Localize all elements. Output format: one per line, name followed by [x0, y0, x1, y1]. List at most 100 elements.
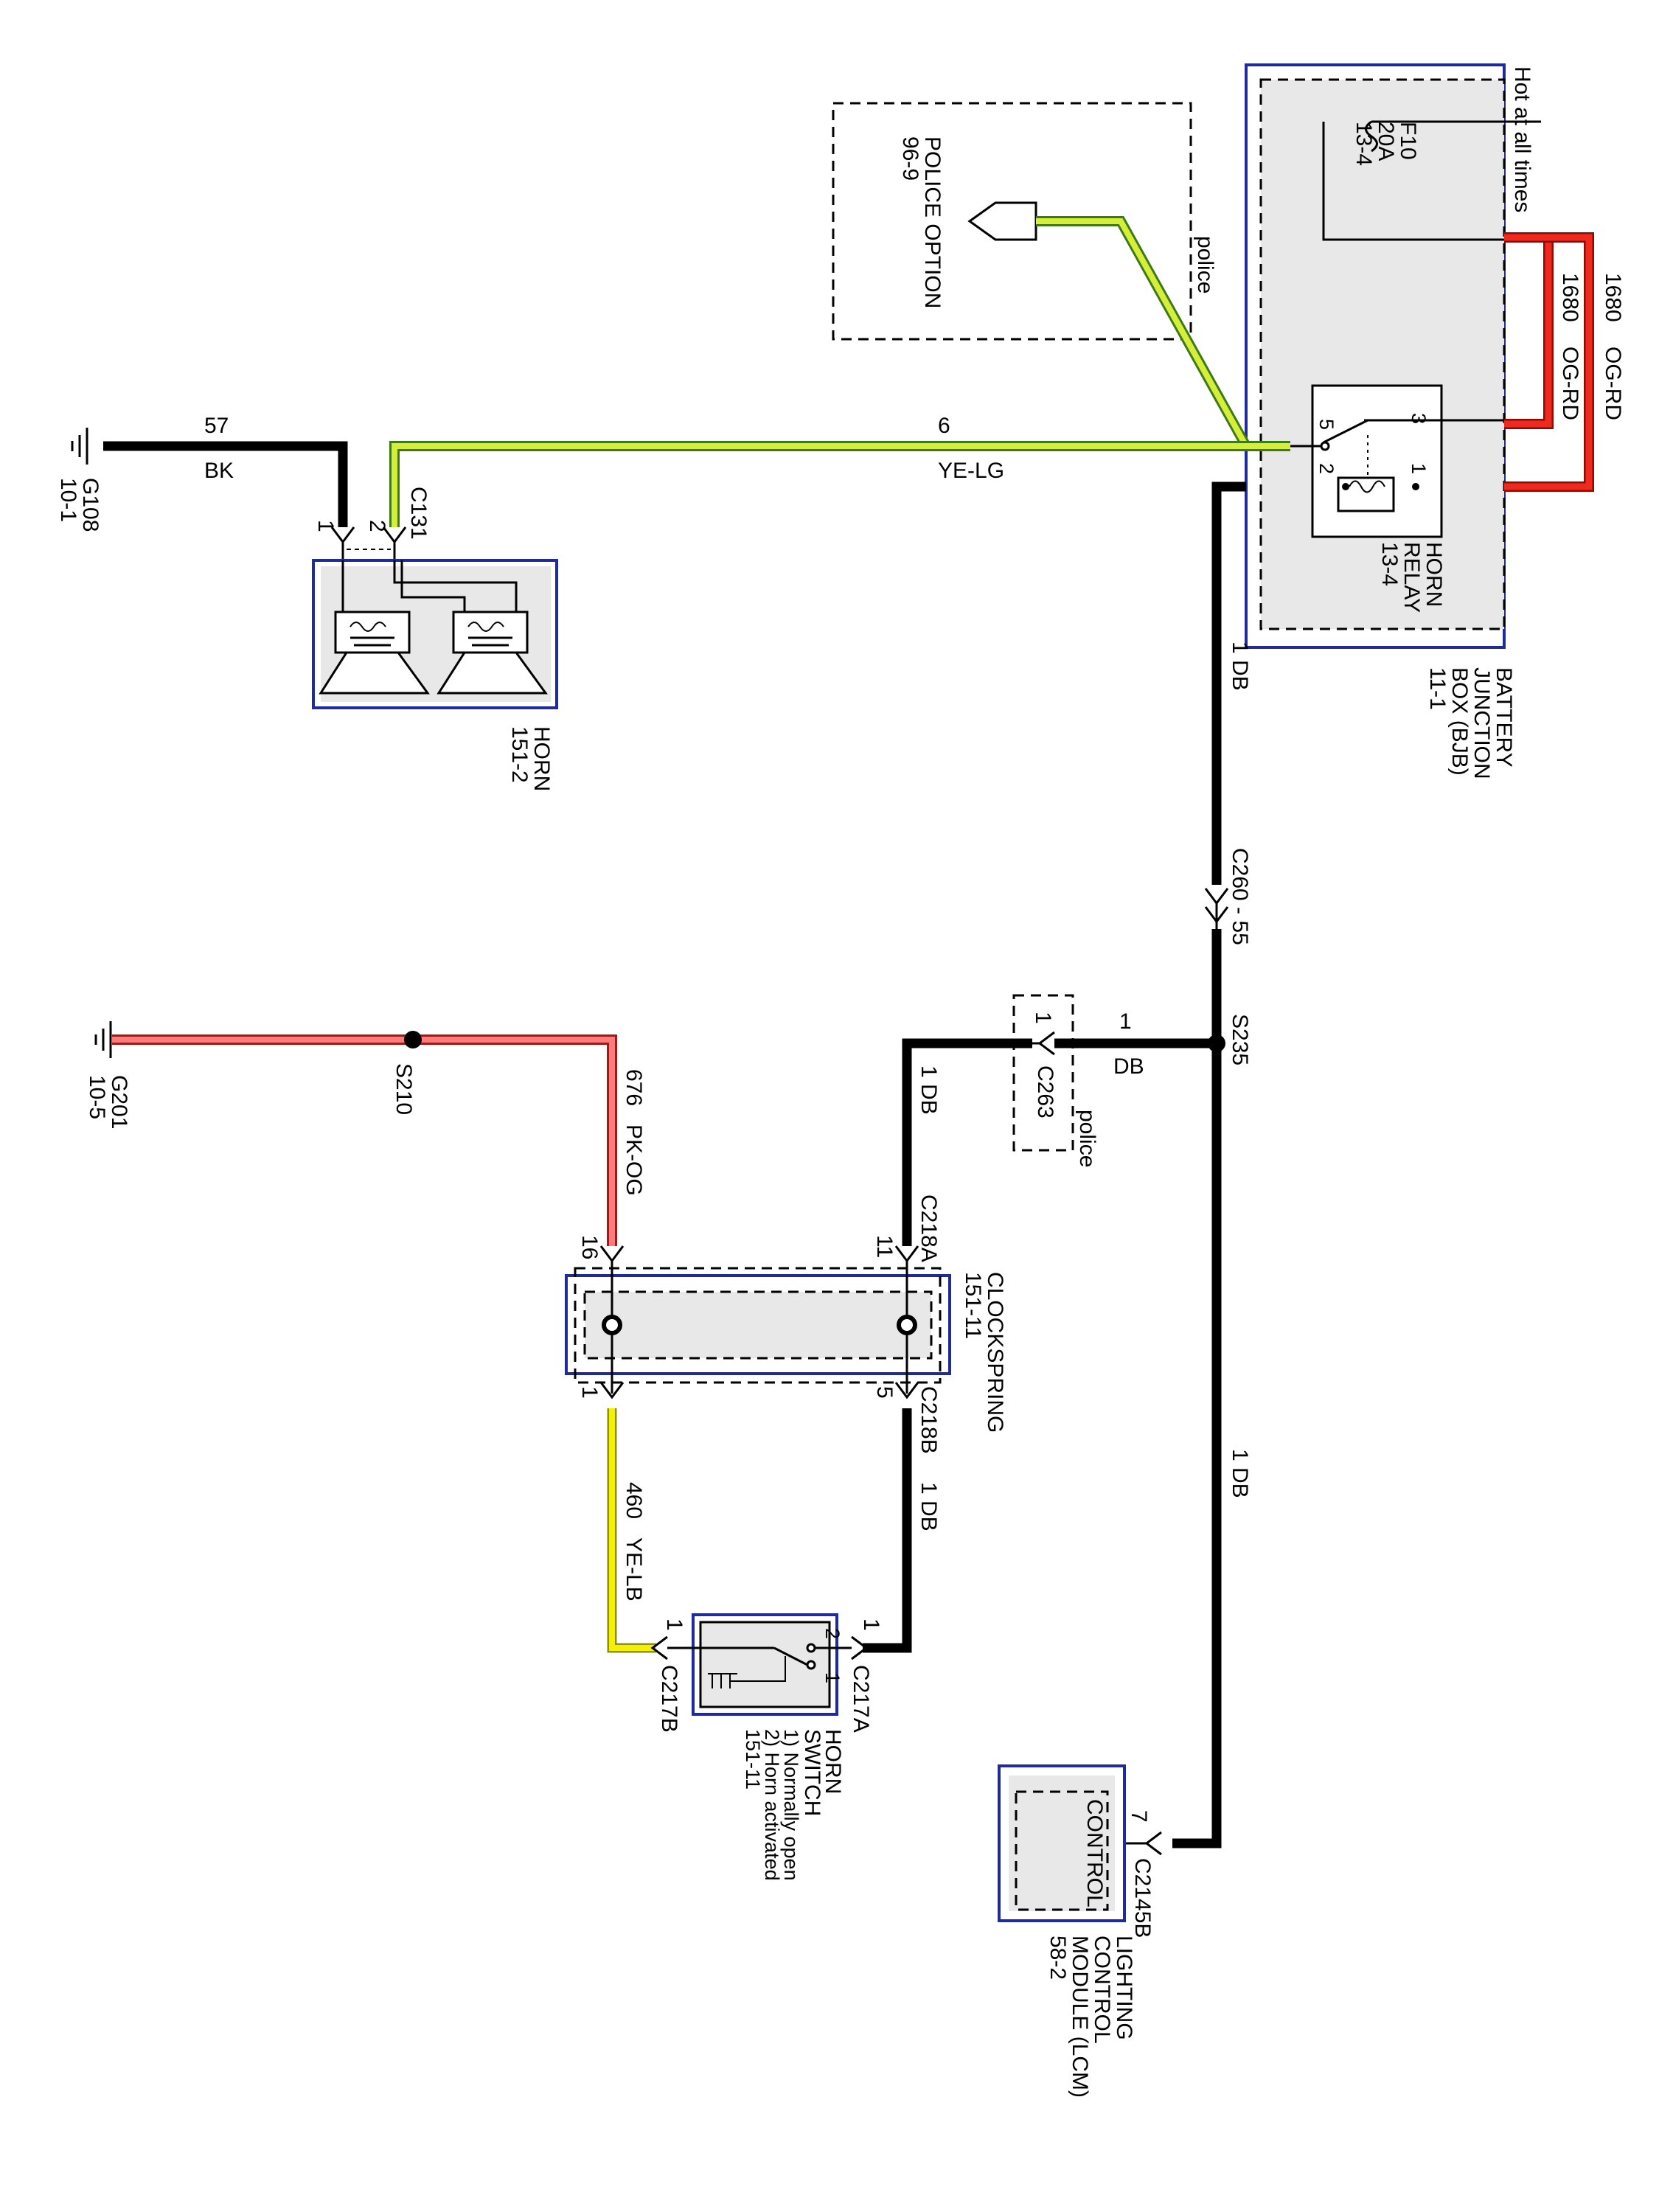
c260-top-connector [1204, 888, 1229, 905]
c263-label: C263 [1033, 1065, 1057, 1119]
police-option-box [832, 102, 1192, 341]
wire-676-outline [112, 1034, 617, 1246]
wire-676-line [112, 1037, 615, 1246]
relay-pin5-terminal [1320, 441, 1330, 451]
police-label-top: police [1193, 236, 1217, 293]
horn-symbol-right [437, 611, 548, 695]
wire-1-color: DB [1113, 1054, 1144, 1079]
relay-pin-1: 1 [1408, 463, 1430, 474]
c263-police-box [1012, 994, 1074, 1152]
horn-switch-contact [773, 1646, 808, 1666]
c217a-connector [851, 1635, 869, 1660]
wire-1db-c218b: 1 DB [863, 1408, 941, 1653]
wire-676: G201 10-5 S210 676 PK-OG [85, 1021, 646, 1246]
c263-police-label: police [1075, 1110, 1099, 1167]
horn-switch-pin-right: 1 [859, 1618, 883, 1631]
wire-676-color: PK-OG [622, 1124, 646, 1196]
c260-label: C260 - 55 [1228, 848, 1252, 945]
clockspring-label: CLOCKSPRING 151-11 [961, 1272, 1007, 1436]
wire-1db-branch: 1 DB 1 C263 police 1 DB C218A [902, 994, 1217, 1262]
horn-switch-position-1: 1 [821, 1672, 844, 1683]
lcm-label: LIGHTING CONTROL MODULE (LCM) 58-2 [1046, 1935, 1136, 2101]
horn-pin-1: 1 [313, 520, 338, 532]
splice-s235-label: S235 [1228, 1014, 1252, 1065]
wire-1db-bjb-label: 1 DB [1228, 641, 1252, 691]
c217b-connector [650, 1635, 668, 1660]
horn-switch-label: HORN SWITCH 1) Normally open 2) Horn act… [742, 1729, 845, 1884]
wire-1680-inner [1504, 234, 1552, 428]
wire-6: 6 YE-LG [389, 216, 1290, 527]
wire-1680-num-b: 1680 [1558, 273, 1582, 322]
wire-57-line [103, 441, 348, 527]
relay-pin-5: 5 [1315, 419, 1338, 430]
clockspring: 16 11 1 5 C218B CLOCKSPRING 151-11 [565, 1235, 1007, 1454]
lighting-control-module: CONTROL 7 C2145B LIGHTING CONTROL MODULE… [998, 1764, 1162, 2101]
wire-460: 460 YE-LB [607, 1408, 656, 1653]
relay-pin-2: 2 [1315, 463, 1338, 474]
clockspring-pin-5: 5 [872, 1386, 897, 1399]
clockspring-terminal-left [602, 1315, 622, 1335]
c2145b-connector [1144, 1831, 1162, 1856]
police-option-label: POLICE OPTION 96-9 [898, 136, 945, 312]
horn: 1 2 C131 HORN 151-2 [312, 487, 558, 791]
wire-57-color: BK [204, 459, 234, 483]
ground-g201-icon [94, 1021, 112, 1058]
hot-at-all-times-label: Hot at all times [1510, 66, 1534, 212]
wire-6-police-branch [1036, 218, 1249, 448]
wire-1db-lcm-segment [1172, 929, 1222, 1848]
clockspring-terminal-right [897, 1315, 917, 1335]
lcm-inner-dashed [1015, 1790, 1109, 1911]
wire-460-color: YE-LB [622, 1537, 646, 1601]
splice-s210-dot [404, 1031, 422, 1048]
fuse-symbol [1365, 120, 1378, 153]
wire-1680-inner-outline [1504, 232, 1554, 429]
horn-symbol-left [319, 611, 430, 695]
clockspring-dashed-outline [574, 1267, 942, 1384]
wire-57-num: 57 [204, 414, 229, 438]
splice-s210-label: S210 [392, 1063, 416, 1115]
wire-1-num: 1 [1119, 1009, 1132, 1034]
wire-1db-lcm-label: 1 DB [1228, 1449, 1252, 1498]
c218a-label: C218A [917, 1194, 941, 1262]
clockspring-pin-16: 16 [577, 1235, 602, 1259]
wire-1680-outer [1504, 234, 1593, 490]
c217a-label: C217A [849, 1665, 873, 1733]
wire-1db-bjb-segment [1211, 481, 1246, 885]
clockspring-pin-11: 11 [872, 1235, 897, 1258]
fuse-label: F10 20A 13-4 [1352, 122, 1420, 166]
police-option: POLICE OPTION 96-9 police [832, 102, 1217, 341]
battery-junction-box: 3 5 1 2 Hot at all times F10 20A 13-4 HO… [1245, 63, 1541, 779]
horn-switch-pin-left: 1 [662, 1618, 686, 1631]
clockspring-pin16-connector [599, 1245, 625, 1263]
clockspring-pin-1: 1 [577, 1386, 602, 1399]
ground-g108-icon [71, 428, 88, 465]
clockspring-pin11-connector [894, 1245, 919, 1263]
relay-coil [1337, 476, 1395, 512]
wires-1680: 1680 OG-RD 1680 OG-RD [1504, 232, 1625, 492]
horn-switch: 2 1 1 1 C217B C217A HORN SWITCH 1) Norma… [650, 1613, 883, 1884]
wire-6-num: 6 [938, 414, 950, 438]
wire-460-num: 460 [622, 1482, 646, 1519]
c263-pin: 1 [1031, 1012, 1055, 1024]
relay-coil-winding [1349, 480, 1385, 493]
c217b-label: C217B [657, 1665, 681, 1733]
wire-57: 57 BK G108 10-1 [56, 414, 348, 532]
horn-pin-2: 2 [365, 520, 389, 532]
c218b-label: C218B [917, 1386, 941, 1454]
clockspring-pin1-connector [599, 1382, 625, 1399]
wire-460-line [609, 1408, 656, 1651]
wire-6-color: YE-LG [938, 459, 1004, 483]
horn-relay-box [1311, 384, 1443, 538]
police-option-connector-icon [967, 201, 1037, 241]
clockspring-inner-box [583, 1290, 933, 1360]
relay-pin2-terminal [1342, 483, 1349, 490]
wire-1db-main: 1 DB C260 - 55 1 DB S235 [1172, 481, 1252, 1848]
wire-1db-c218a-label: 1 DB [917, 1065, 941, 1115]
c2145b-label: C2145B [1130, 1858, 1155, 1938]
wire-1db-c218b-line [863, 1408, 912, 1653]
horn-switch-actuator-icon [708, 1673, 737, 1688]
relay-contact [1323, 419, 1368, 444]
wire-1680-color-a: OG-RD [1601, 347, 1625, 420]
clockspring-pin5-connector [894, 1382, 919, 1399]
relay-pin-3: 3 [1408, 413, 1430, 424]
